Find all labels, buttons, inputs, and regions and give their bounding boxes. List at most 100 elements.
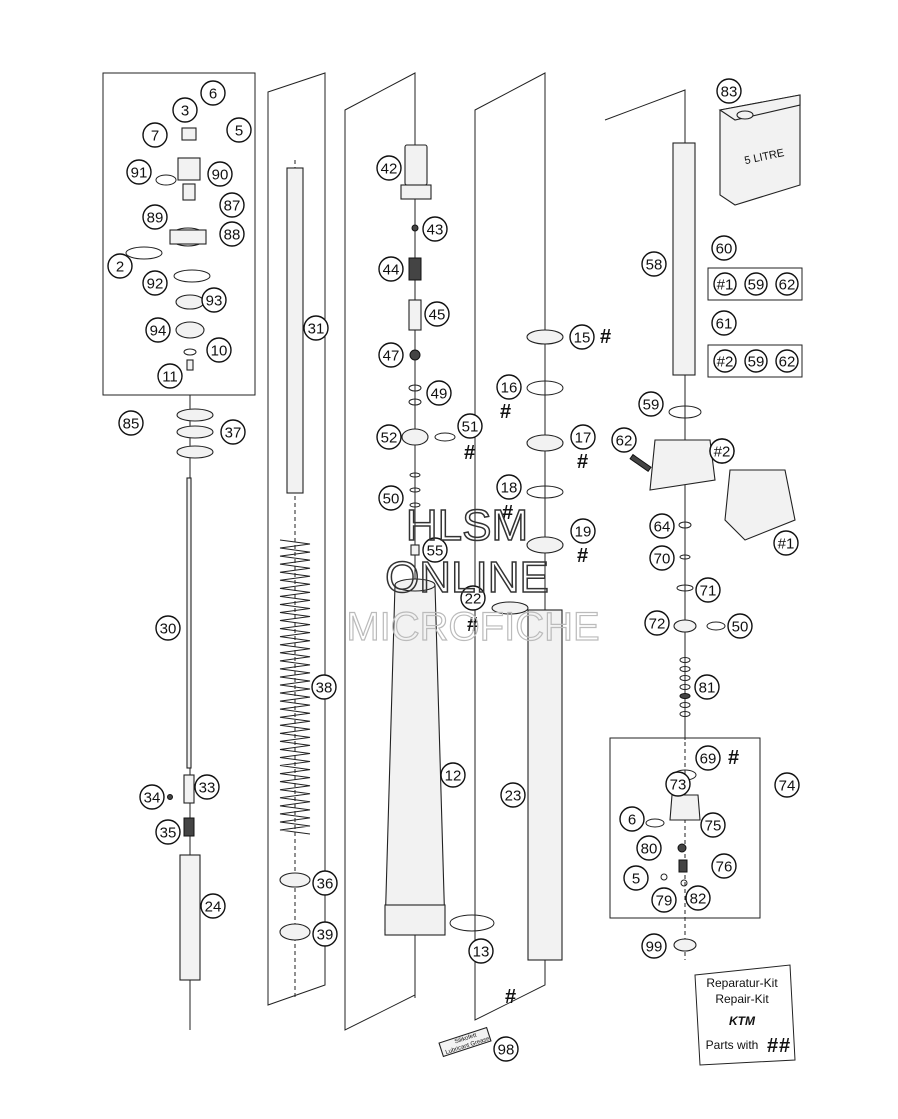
callout-label: 19 xyxy=(575,524,592,541)
cap-assembly-frame xyxy=(102,72,256,396)
spring-column-frame xyxy=(267,72,326,1006)
kit-item-label: #2 xyxy=(717,354,734,371)
hash-marker: # xyxy=(728,747,739,769)
callout-label: 76 xyxy=(716,859,733,876)
callout-5: 5 xyxy=(226,117,252,143)
watermark: HLSM ONLINE MICROFICHE xyxy=(346,500,601,649)
callout-79: 79 xyxy=(651,887,677,913)
callout-12: 12 xyxy=(440,762,466,788)
callout-17: 17 xyxy=(570,424,596,450)
callout-label: 6 xyxy=(209,86,217,103)
cap-assembly-parts xyxy=(125,127,214,459)
part-spring-38 xyxy=(279,539,311,835)
callout-label: 49 xyxy=(431,386,448,403)
callout-label: 64 xyxy=(654,519,671,536)
callout-82: 82 xyxy=(685,885,711,911)
part-washer-36 xyxy=(279,872,311,888)
hash-marker: # xyxy=(500,401,511,423)
callout-39: 39 xyxy=(312,921,338,947)
callout-7: 7 xyxy=(142,122,168,148)
callout-label: 5 xyxy=(235,123,243,140)
callout-58: 58 xyxy=(641,251,667,277)
callout-label: 43 xyxy=(427,222,444,239)
callout-19: 19 xyxy=(570,518,596,544)
callout-50: 50 xyxy=(378,485,404,511)
callout-42: 42 xyxy=(376,155,402,181)
callout-label: 85 xyxy=(123,416,140,433)
part-oring-91 xyxy=(155,174,177,186)
callout-74: 74 xyxy=(774,772,800,798)
part-ball-47 xyxy=(409,349,421,361)
callout-55: 55 xyxy=(422,537,448,563)
part-oring-2 xyxy=(125,246,163,260)
callout-30: 30 xyxy=(155,615,181,641)
callout-59: 59 xyxy=(638,391,664,417)
callout-label: 30 xyxy=(160,621,177,638)
callout-50: 50 xyxy=(727,613,753,639)
callout-69: 69 xyxy=(695,745,721,771)
part-pin-11 xyxy=(186,359,194,371)
callout-label: 6 xyxy=(628,812,636,829)
repair-kit-title-en: Repair-Kit xyxy=(715,992,769,1006)
outer-tube-parts xyxy=(491,329,564,961)
part-oring-13 xyxy=(449,914,495,932)
part-bushing-15 xyxy=(526,329,564,345)
callout-label: 10 xyxy=(211,343,228,360)
callout-71: 71 xyxy=(695,577,721,603)
part-clamp-1 xyxy=(724,469,796,541)
part-oring-92 xyxy=(173,269,211,283)
part-inner-tube-top xyxy=(394,578,436,592)
callout-61: 61 xyxy=(711,310,737,336)
callout-label: 94 xyxy=(150,323,167,340)
shim xyxy=(679,711,691,717)
callout-label: 92 xyxy=(147,276,164,293)
part-shim-70 xyxy=(676,584,694,592)
callout-label: 72 xyxy=(649,616,666,633)
part-nut-94 xyxy=(175,321,205,339)
repair-kit-parts-with: Parts with xyxy=(706,1038,759,1052)
part-sleeve xyxy=(182,183,196,201)
callout-11: 11 xyxy=(157,363,183,389)
watermark-line-3: MICROFICHE xyxy=(346,605,599,649)
part-shim-50a xyxy=(409,472,421,478)
callout-51: 51 xyxy=(457,413,483,439)
clamp-label-text: #2 xyxy=(714,444,731,461)
hash-marker: # xyxy=(502,502,513,524)
part-spring-44 xyxy=(408,257,422,281)
callout-label: 60 xyxy=(716,241,733,258)
callout-15: 15 xyxy=(569,324,595,350)
callout-75: 75 xyxy=(700,812,726,838)
part-ring-79 xyxy=(680,879,688,887)
callout-89: 89 xyxy=(142,204,168,230)
hash-marker: # xyxy=(779,1035,790,1057)
callout-80: 80 xyxy=(636,835,662,861)
hash-marker: # xyxy=(464,442,475,464)
callout-label: 52 xyxy=(381,430,398,447)
part-tube-31 xyxy=(286,167,304,494)
callout-label: 70 xyxy=(654,551,671,568)
callout-label: 15 xyxy=(574,330,591,347)
callout-62: 62 xyxy=(611,427,637,453)
callout-88: 88 xyxy=(219,221,245,247)
callout-label: 62 xyxy=(616,433,633,450)
part-bushing-22 xyxy=(491,601,529,615)
callout-label: 90 xyxy=(212,167,229,184)
callout-label: 50 xyxy=(732,619,749,636)
callout-label: 51 xyxy=(462,419,479,436)
hash-marker: # xyxy=(600,326,611,348)
callout-label: 31 xyxy=(308,321,325,338)
callout-label: 12 xyxy=(445,768,462,785)
part-shims-50 xyxy=(679,657,691,717)
callout-label: 5 xyxy=(632,871,640,888)
callout-label: 11 xyxy=(162,369,178,386)
callout-label: 45 xyxy=(429,307,446,324)
callout-49: 49 xyxy=(426,380,452,406)
part-nut-93 xyxy=(175,294,205,310)
clamp-label-text: #1 xyxy=(778,536,795,553)
callout-6: 6 xyxy=(200,80,226,106)
callout-64: 64 xyxy=(649,513,675,539)
callout-label: 98 xyxy=(498,1042,515,1059)
callout-47: 47 xyxy=(378,342,404,368)
compression-assembly-frame xyxy=(609,737,761,919)
